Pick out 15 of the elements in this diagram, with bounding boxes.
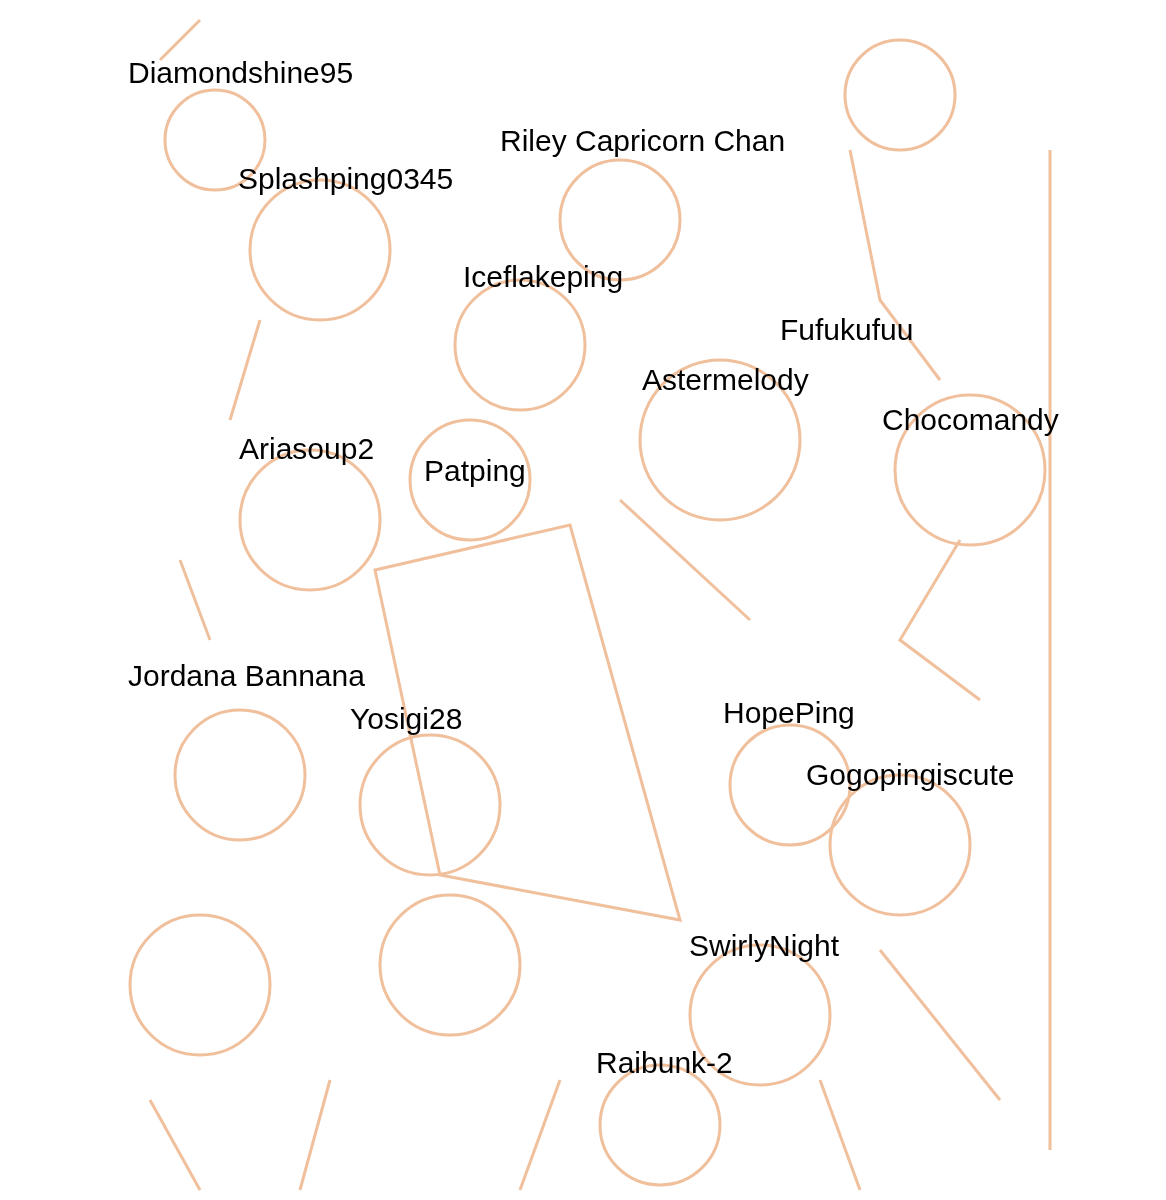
- username-label: Diamondshine95: [128, 55, 354, 91]
- username-label: Splashping0345: [238, 161, 454, 197]
- username-label: Astermelody: [642, 362, 809, 398]
- username-label: Raibunk-2: [596, 1045, 733, 1081]
- username-label: Fufukufuu: [780, 312, 914, 348]
- username-label: Riley Capricorn Chan: [500, 123, 786, 159]
- username-label: Gogopingiscute: [806, 757, 1015, 793]
- username-label: Ariasoup2: [239, 431, 375, 467]
- username-label: Chocomandy: [882, 402, 1059, 438]
- username-label: HopePing: [723, 695, 855, 731]
- username-label: Patping: [424, 453, 526, 489]
- username-label: Jordana Bannana: [128, 658, 365, 694]
- username-label: Iceflakeping: [463, 259, 624, 295]
- username-label: Yosigi28: [350, 701, 463, 737]
- username-label: SwirlyNight: [689, 928, 840, 964]
